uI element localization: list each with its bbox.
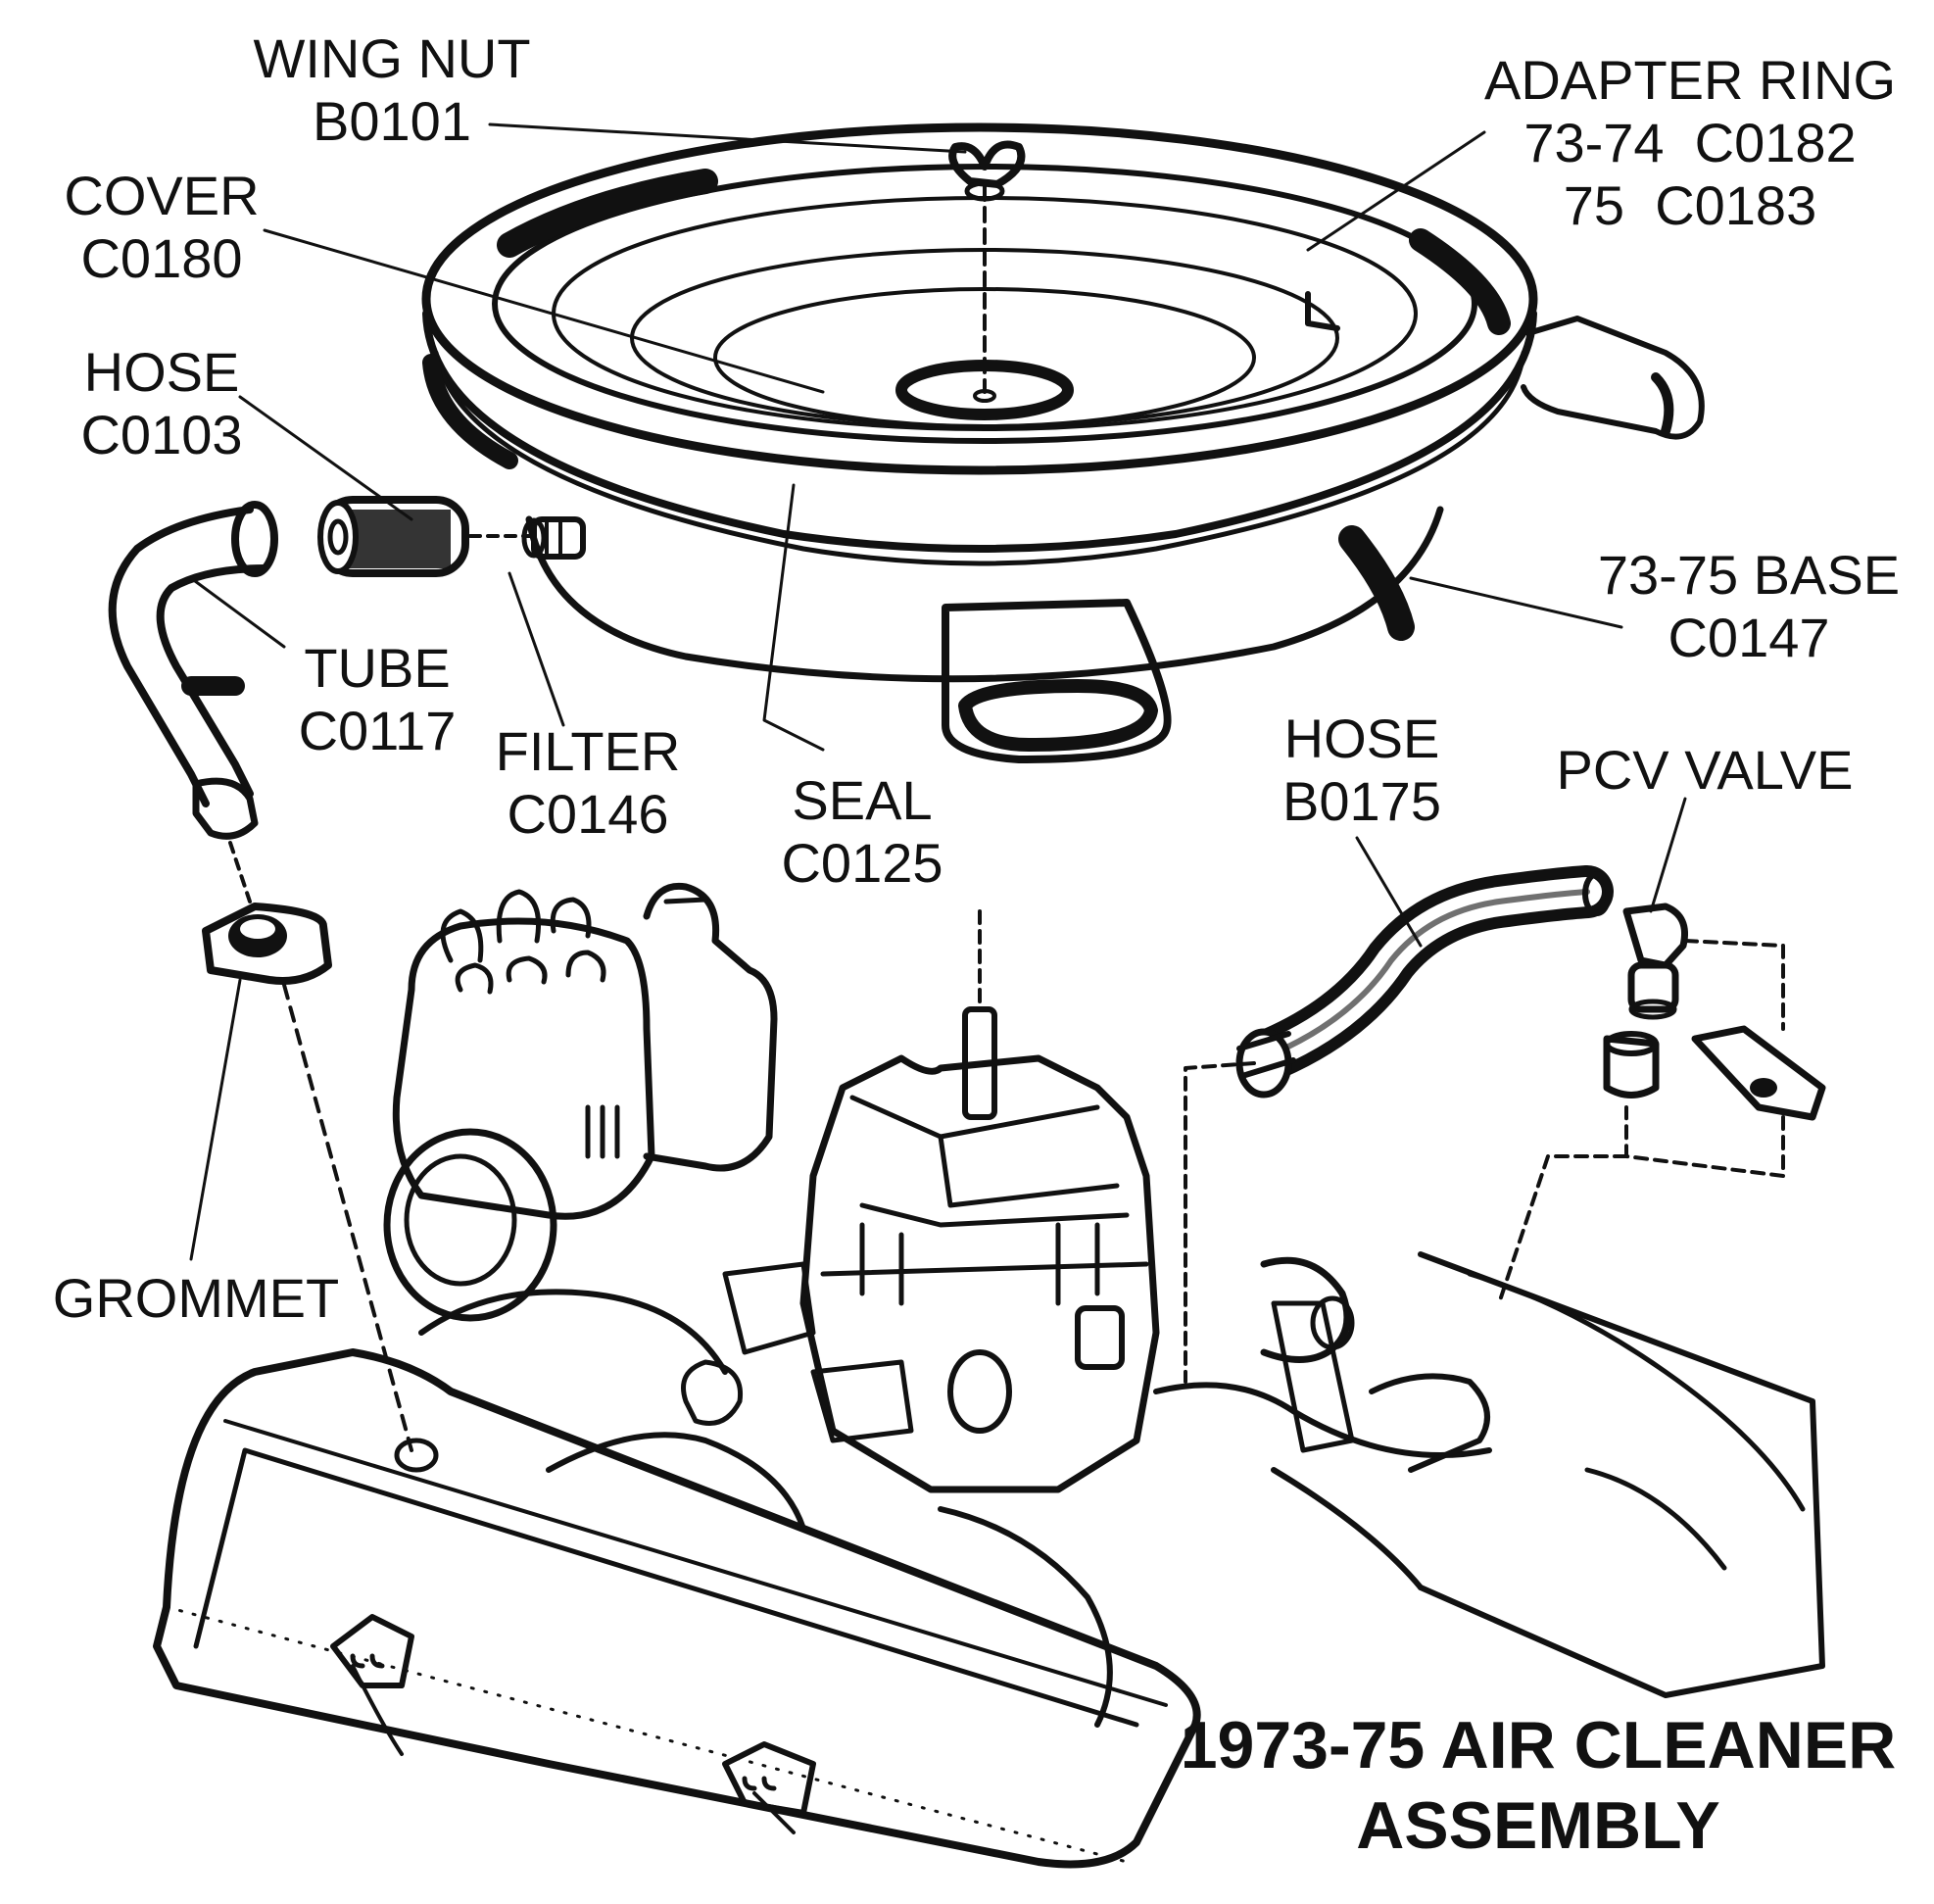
pcv-valve-drawing [1184, 903, 1826, 1384]
hose-b0175-name: HOSE [1283, 708, 1440, 769]
seal-name: SEAL [792, 769, 933, 831]
wing-nut-name: WING NUT [253, 27, 531, 89]
diagram-title: 1973-75 AIR CLEANER ASSEMBLY [1156, 1705, 1920, 1866]
label-seal: SEAL C0125 [764, 769, 960, 895]
filter-name: FILTER [495, 720, 681, 782]
label-hose-c0103: HOSE C0103 [54, 341, 269, 466]
hose-b0175-drawing [1235, 865, 1614, 1098]
hose-c0103-drawing [317, 496, 586, 577]
filter-part: C0146 [507, 783, 669, 845]
title-line-2: ASSEMBLY [1356, 1788, 1720, 1863]
adapter-ring-part-73-74: 73-74 C0182 [1523, 112, 1857, 173]
tube-drawing [108, 501, 278, 903]
label-adapter-ring: ADAPTER RING 73-74 C0182 75 C0183 [1465, 49, 1915, 237]
grommet-name: GROMMET [52, 1267, 340, 1329]
hose-c0103-part: C0103 [80, 404, 243, 465]
label-tube: TUBE C0117 [284, 637, 470, 762]
label-cover: COVER C0180 [54, 165, 269, 290]
label-base: 73-75 BASE C0147 [1587, 544, 1910, 669]
label-filter: FILTER C0146 [480, 720, 696, 846]
label-pcv-valve: PCV VALVE [1543, 739, 1866, 802]
adapter-ring-name: ADAPTER RING [1483, 49, 1897, 111]
seal-part: C0125 [781, 832, 943, 894]
tube-part: C0117 [298, 700, 457, 761]
tube-name: TUBE [304, 637, 451, 699]
cover-part: C0180 [80, 227, 243, 289]
base-part: C0147 [1668, 607, 1830, 668]
label-wing-nut: WING NUT B0101 [245, 27, 539, 153]
base-name: 73-75 BASE [1597, 544, 1901, 606]
label-hose-b0175: HOSE B0175 [1264, 708, 1460, 833]
engine-drawing [153, 882, 1825, 1869]
cover-name: COVER [64, 165, 260, 226]
leader-lines [189, 122, 1687, 1261]
wing-nut-part: B0101 [313, 90, 471, 152]
label-grommet: GROMMET [39, 1267, 353, 1330]
grommet-drawing [202, 903, 413, 1452]
air-cleaner-housing [421, 122, 1705, 763]
pcv-valve-name: PCV VALVE [1556, 739, 1854, 801]
hose-c0103-name: HOSE [83, 341, 240, 403]
hose-b0175-part: B0175 [1282, 770, 1441, 832]
adapter-ring-part-75: 75 C0183 [1563, 174, 1817, 236]
title-line-1: 1973-75 AIR CLEANER [1180, 1708, 1897, 1782]
